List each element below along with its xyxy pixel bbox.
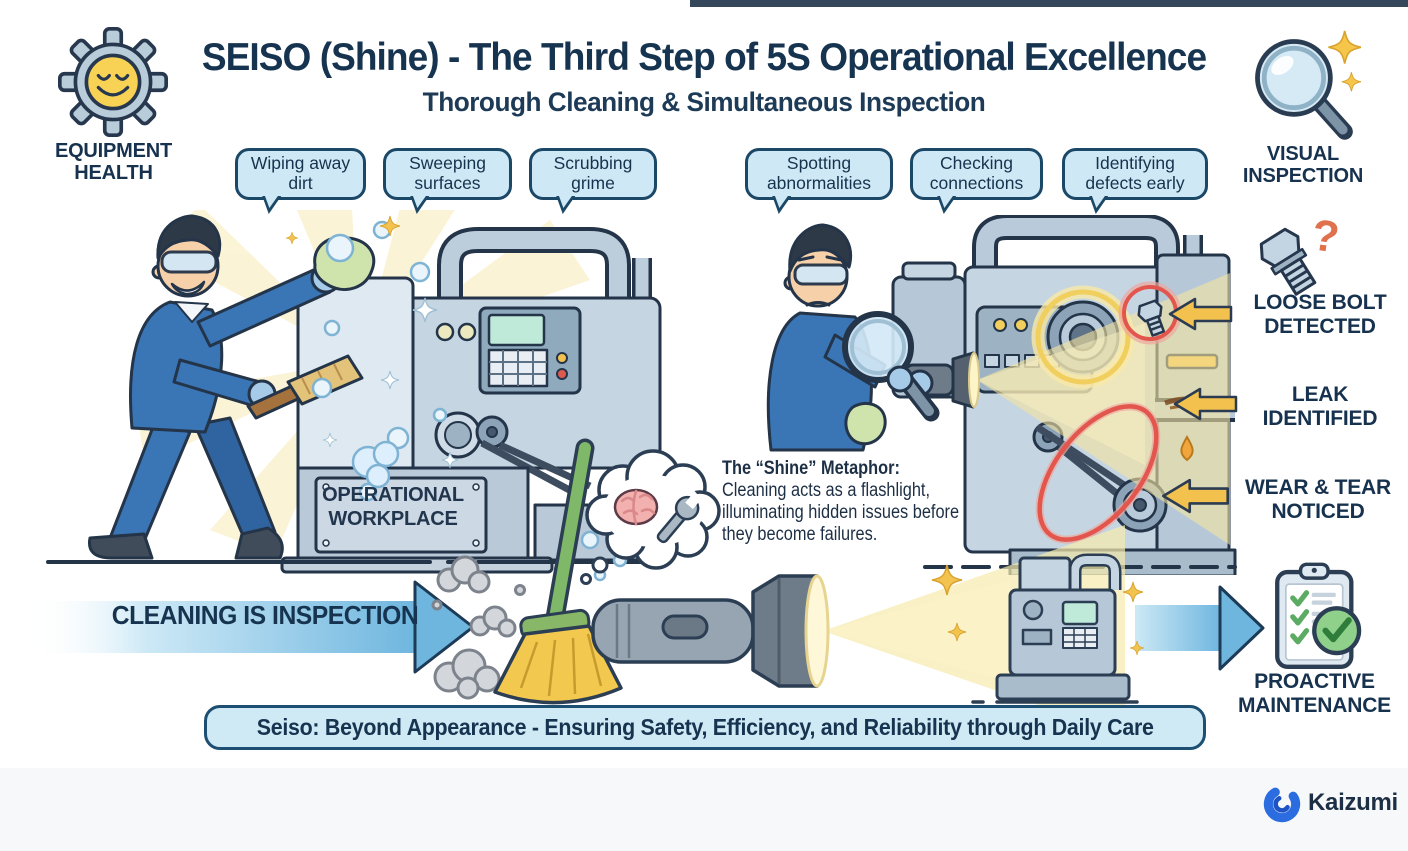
inspection-scene-illustration [766,215,1237,575]
bottom-banner: Seiso: Beyond Appearance - Ensuring Safe… [204,705,1206,750]
loose-bolt-icon [1259,227,1317,296]
finding-label-leak: LEAK IDENTIFIED [1262,383,1378,430]
finding-label-loose-bolt: LOOSE BOLT DETECTED [1253,291,1387,338]
cleaning-is-inspection-label: CLEANING IS INSPECTION [111,600,419,630]
equipment-health-label: EQUIPMENT HEALTH [54,140,173,185]
kaizumi-brand-text: Kaizumi [1308,789,1398,816]
page-title: SEISO (Shine) - The Third Step of 5S Ope… [201,36,1207,79]
shine-metaphor-text: The “Shine” Metaphor: Cleaning acts as a… [722,458,980,546]
proactive-flow-arrow [1135,585,1265,671]
visual-inspection-label: VISUAL INSPECTION [1242,143,1364,188]
finding-arrow-icon [1173,387,1238,421]
visual-inspection-magnifier-icon [1255,30,1361,140]
finding-label-wear-tear: WEAR & TEAR NOTICED [1245,476,1391,523]
cleaning-scene-illustration [46,210,672,574]
top-accent-bar [690,0,1408,7]
machine-plate-label: OPERATIONAL WORKPLACE [322,484,464,530]
footer-strip [0,768,1408,851]
page-subtitle: Thorough Cleaning & Simultaneous Inspect… [422,87,986,117]
thought-bubble-icon [580,449,721,585]
broom-flashlight-illustration [431,438,1145,720]
proactive-maintenance-label: PROACTIVE MAINTENANCE [1238,670,1391,717]
cleaning-bubble-1: Wiping away dirt [235,148,366,214]
cleaning-bubble-3: Scrubbing grime [529,148,657,214]
bottom-banner-text: Seiso: Beyond Appearance - Ensuring Safe… [256,714,1154,740]
metaphor-body: Cleaning acts as a flashlight, illuminat… [722,480,960,545]
proactive-maintenance-clipboard-icon [1275,562,1362,669]
inspection-bubble-1: Spotting abnormalities [745,148,893,214]
inspection-bubble-2: Checking connections [910,148,1043,214]
inspection-bubble-3: Identifying defects early [1062,148,1208,214]
finding-arrow-icon [1162,478,1230,514]
finding-arrow-icon [1168,297,1233,331]
equipment-health-gear-icon [58,27,168,137]
kaizumi-logo-icon [1263,785,1301,823]
cleaning-is-inspection-arrow [30,580,475,674]
metaphor-title: The “Shine” Metaphor: [722,458,900,479]
cleaning-bubble-2: Sweeping surfaces [383,148,512,214]
